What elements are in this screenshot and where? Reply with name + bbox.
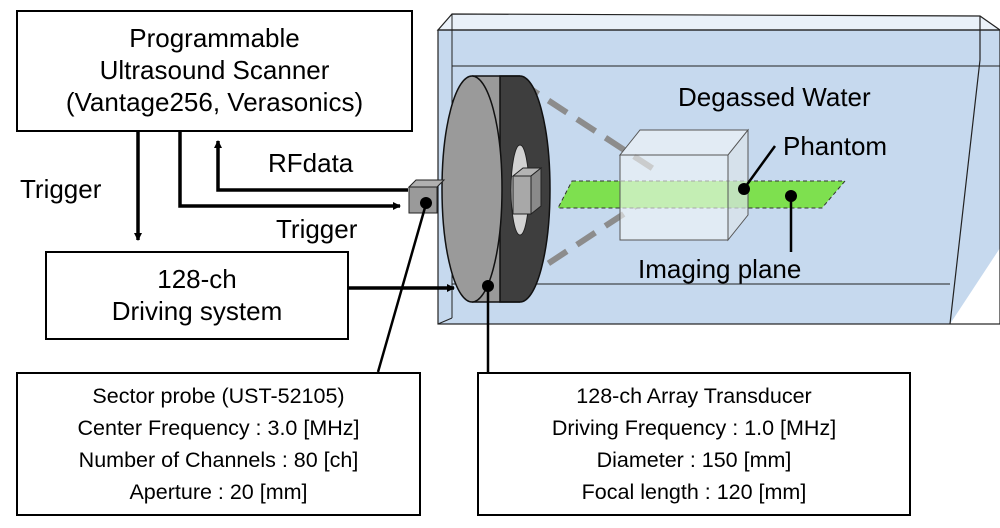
driving-line-2: Driving system xyxy=(111,295,283,326)
focus-cone-upper xyxy=(518,79,657,173)
sector-probe-info-box: Sector probe (UST-52105) Center Frequenc… xyxy=(16,372,421,516)
phantom-cube xyxy=(618,128,750,242)
degassed-water-label: Degassed Water xyxy=(678,82,871,112)
signal-arrows xyxy=(134,132,455,292)
trigger-label-left: Trigger xyxy=(20,174,102,204)
scanner-line-3: (Vantage256, Verasonics) xyxy=(65,86,364,117)
scanner-line-1: Programmable xyxy=(129,23,300,54)
probe-info-line-1: Sector probe (UST-52105) xyxy=(92,383,345,408)
ultrasound-scanner-box: Programmable Ultrasound Scanner (Vantage… xyxy=(16,10,413,132)
driving-line-1: 128-ch xyxy=(157,263,237,294)
probe-connector xyxy=(407,179,446,214)
imaging-plane-label: Imaging plane xyxy=(638,254,802,284)
scanner-line-2: Ultrasound Scanner xyxy=(99,55,330,86)
driving-system-box: 128-ch Driving system xyxy=(45,251,349,340)
transducer-info-line-4: Focal length : 120 [mm] xyxy=(581,480,807,505)
transducer-info-line-3: Diameter : 150 [mm] xyxy=(596,448,792,472)
sector-probe-head xyxy=(511,166,543,216)
trigger-to-probe-arrow xyxy=(178,132,401,210)
focus-cone-lower xyxy=(518,197,647,285)
transducer-info-line-1: 128-ch Array Transducer xyxy=(576,383,812,408)
callout-leaders xyxy=(376,145,797,373)
transducer-info-line-2: Driving Frequency : 1.0 [MHz] xyxy=(551,415,837,440)
rfdata-arrow xyxy=(214,140,408,192)
phantom-label: Phantom xyxy=(783,131,888,161)
probe-info-line-4: Aperture : 20 [mm] xyxy=(129,480,308,505)
transducer-info-box: 128-ch Array Transducer Driving Frequenc… xyxy=(477,372,911,516)
probe-info-line-3: Number of Channels : 80 [ch] xyxy=(78,448,359,472)
trigger-label-right: Trigger xyxy=(276,214,358,244)
rfdata-label: RFdata xyxy=(268,148,354,178)
probe-info-line-2: Center Frequency : 3.0 [MHz] xyxy=(77,415,360,440)
